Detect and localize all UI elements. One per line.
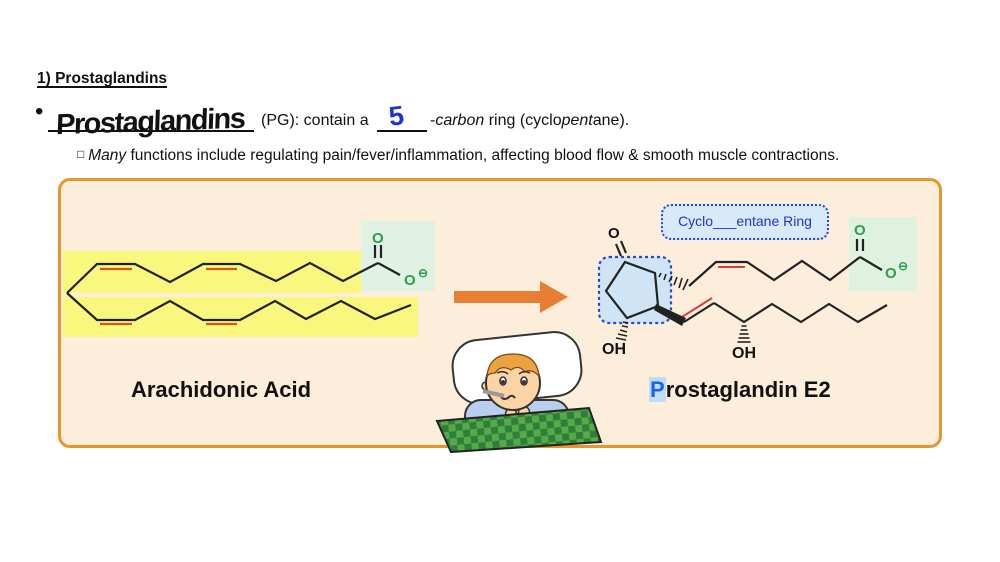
bullet-text: (PG): contain a [261,112,369,129]
carboxylate-atoms: O O ⊖ [372,230,428,289]
red-double-bonds [681,266,745,318]
handwritten-number: 5 [387,100,406,132]
ketone-o-label: O [608,225,620,242]
carbon-chain [66,245,412,322]
yellow-highlight-top [63,251,361,293]
minus-charge: ⊖ [898,259,908,273]
ring-and-chains [604,239,888,324]
carbonyl-o-label: O [854,222,866,239]
carboxylate-o-label: O [885,265,897,282]
bullet-marker: • [35,98,44,125]
blanket [435,406,603,453]
checkbox-marker: □ [77,147,85,161]
figure-panel: O O ⊖ [58,178,942,453]
fill-in-blank-number: 5 [377,94,427,132]
face [496,370,531,400]
carbonyl-o-label: O [372,230,384,247]
sick-child-illustration [435,331,603,453]
hash-wedge-chain-oh [737,325,751,343]
handwritten-term: Prostaglandins [55,102,246,142]
chain-oh-label: OH [732,345,756,362]
prostaglandin-e2-structure: O O O ⊖ OH OH [597,217,917,362]
prostaglandin-e2-label: Prostaglandin E2 [649,377,831,402]
sub-bullet: □Many functions include regulating pain/… [77,147,840,164]
section-heading: 1) Prostaglandins [37,70,168,87]
cyclopentane-ring-callout: Cyclo___entane Ring [661,204,829,240]
minus-charge: ⊖ [418,266,428,280]
hash-wedge-top [658,272,689,291]
arachidonic-acid-structure: O O ⊖ [63,221,435,337]
yellow-highlight-bottom [63,297,418,337]
fill-in-blank-term: Prostaglandins [48,84,254,141]
hash-wedge-ring-oh [615,321,629,341]
carboxylate-highlight [849,217,917,291]
cis-double-bonds [100,267,237,326]
carboxylate-highlight [361,221,435,291]
bold-wedge [654,304,686,326]
reaction-arrow-icon [454,281,568,313]
highlighted-p: P [649,377,666,402]
arachidonic-acid-label: Arachidonic Acid [130,377,312,402]
ring-oh-label: OH [602,341,626,358]
bullet-text-continued: -carbon ring (cyclopentane). [430,112,630,129]
carboxylate-o-label: O [404,272,416,289]
atom-labels: O O O ⊖ OH OH [602,222,908,362]
thermometer [482,389,505,398]
